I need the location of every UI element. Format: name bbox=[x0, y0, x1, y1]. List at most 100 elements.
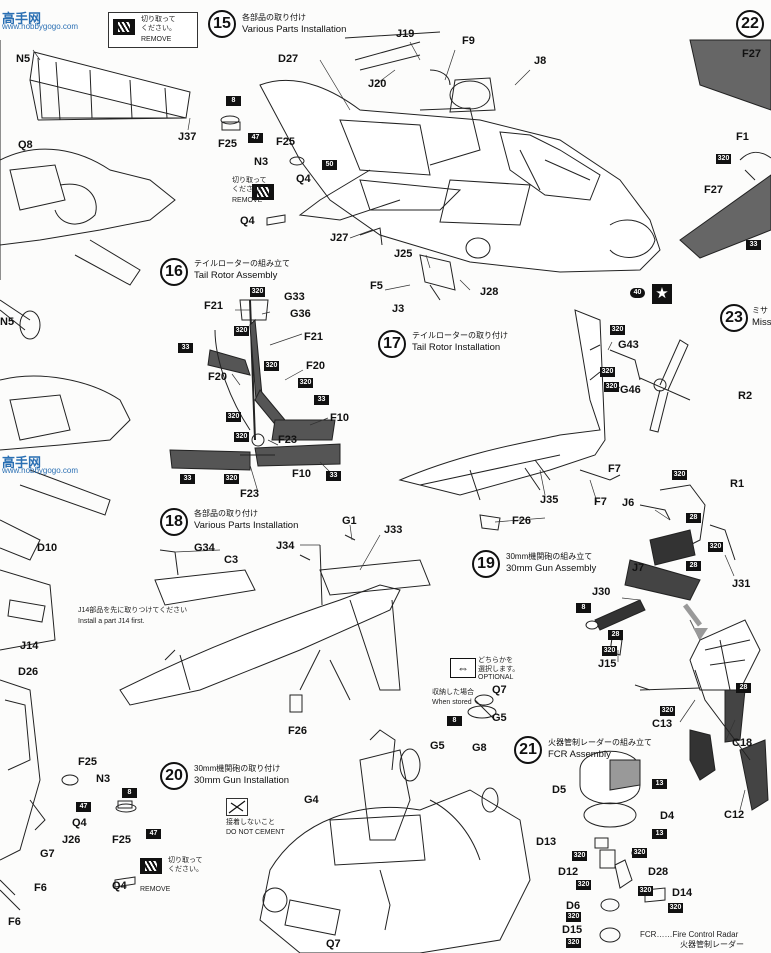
paint-code-badge: 320 bbox=[672, 470, 687, 480]
part-label: J30 bbox=[592, 586, 611, 598]
cut-icon-step20 bbox=[140, 858, 162, 874]
left-fuselage-drawings bbox=[0, 148, 176, 911]
step-22-number: 22 bbox=[736, 10, 764, 38]
j14-first-note-jp: J14部品を先に取りつけてください bbox=[78, 607, 188, 614]
stored-note-en: When stored bbox=[432, 699, 472, 706]
stored-note-jp: 収納した場合 bbox=[432, 689, 474, 696]
paint-code-badge: 320 bbox=[224, 474, 239, 484]
part-label: G36 bbox=[290, 308, 311, 320]
part-label: F10 bbox=[330, 412, 349, 424]
remove-note-en: REMOVE bbox=[141, 36, 172, 43]
part-label: F25 bbox=[78, 756, 97, 768]
step-19-title-jp: 30mm機関砲の組み立て bbox=[506, 552, 593, 561]
watermark-logo-2: 高手网 bbox=[2, 455, 42, 470]
part-label: C12 bbox=[724, 809, 745, 821]
part-label: D14 bbox=[672, 887, 693, 899]
paint-code-badge: 320 bbox=[226, 412, 241, 422]
part-label: Q4 bbox=[296, 173, 311, 185]
fcr-legend-jp: 火器管制レーダー bbox=[680, 940, 744, 949]
paint-code-badge: 320 bbox=[668, 903, 683, 913]
part-label: D5 bbox=[552, 784, 567, 796]
paint-code-badge: 28 bbox=[686, 561, 701, 571]
fcr-legend-en: FCR……Fire Control Radar bbox=[640, 930, 739, 939]
step-17-number: 17 bbox=[378, 330, 406, 358]
part-label: J20 bbox=[368, 78, 387, 90]
no-cement-icon bbox=[226, 798, 248, 816]
remove-note-box: 切り取って ください。 REMOVE bbox=[108, 12, 198, 48]
small-parts-drawing bbox=[29, 115, 497, 888]
paint-code-badge: 28 bbox=[736, 683, 751, 693]
part-label: J26 bbox=[62, 834, 81, 846]
step-20-title-jp: 30mm機関砲の取り付け bbox=[194, 764, 281, 773]
part-label: N3 bbox=[96, 773, 111, 785]
part-label: F5 bbox=[370, 280, 383, 292]
part-label: J6 bbox=[622, 497, 635, 509]
paint-code-badge: 320 bbox=[716, 154, 731, 164]
part-label: J28 bbox=[480, 286, 499, 298]
paint-code-badge: 320 bbox=[610, 325, 625, 335]
step-16-title-en: Tail Rotor Assembly bbox=[194, 270, 278, 281]
part-label: J3 bbox=[392, 303, 405, 315]
part-label: F23 bbox=[240, 488, 259, 500]
paint-code-badge: 320 bbox=[566, 912, 581, 922]
part-label: C13 bbox=[652, 718, 673, 730]
paint-code-badge: 47 bbox=[146, 829, 161, 839]
watermark-url: www.hobbygogo.com bbox=[2, 22, 79, 31]
cut-icon-step15 bbox=[252, 184, 274, 200]
tail-boom-step17-drawing bbox=[398, 309, 691, 531]
part-label: F9 bbox=[462, 35, 475, 47]
part-label: F20 bbox=[208, 371, 227, 383]
tail-rotor-step16-drawing bbox=[169, 299, 341, 471]
remove-note-jp: 切り取って ください。 bbox=[141, 16, 176, 32]
part-label: G1 bbox=[342, 515, 357, 527]
paint-code-badge: 320 bbox=[632, 848, 647, 858]
part-label: G33 bbox=[284, 291, 305, 303]
part-label: D15 bbox=[562, 924, 583, 936]
paint-code-badge: 320 bbox=[638, 886, 653, 896]
optional-note-jp: どちらかを 選択します。 bbox=[478, 657, 520, 673]
part-label: F25 bbox=[112, 834, 131, 846]
step-18-title-en: Various Parts Installation bbox=[194, 520, 299, 531]
part-label: C18 bbox=[732, 737, 753, 749]
step-20-number: 20 bbox=[160, 762, 188, 790]
paint-code-badge: 33 bbox=[314, 395, 329, 405]
part-label: F20 bbox=[306, 360, 325, 372]
paint-code-badge: 320 bbox=[602, 646, 617, 656]
step-15-title-jp: 各部品の取り付け bbox=[242, 13, 306, 22]
part-label: D26 bbox=[18, 666, 39, 678]
paint-code-badge: 320 bbox=[264, 361, 279, 371]
part-label: F7 bbox=[608, 463, 621, 475]
part-label: J31 bbox=[732, 578, 751, 590]
frame-n5-drawing bbox=[0, 40, 191, 280]
part-label: D12 bbox=[558, 866, 579, 878]
paint-code-badge: 320 bbox=[600, 367, 615, 377]
paint-code-badge: 8 bbox=[447, 716, 462, 726]
part-label: F25 bbox=[218, 138, 237, 150]
part-label: J7 bbox=[632, 562, 645, 574]
star-mark-icon: ★ bbox=[652, 284, 672, 304]
step-18-title-jp: 各部品の取り付け bbox=[194, 509, 258, 518]
remove-note-jp-20: 切り取って ください。 bbox=[168, 857, 203, 873]
rotor-blades-step22-drawing bbox=[679, 39, 771, 259]
part-label: F21 bbox=[304, 331, 323, 343]
part-label: F10 bbox=[292, 468, 311, 480]
optional-note-en: OPTIONAL bbox=[478, 674, 514, 681]
part-label: F6 bbox=[8, 916, 21, 928]
fcr-step21-drawing bbox=[579, 750, 666, 943]
part-label: J35 bbox=[540, 494, 559, 506]
paint-code-badge: 33 bbox=[326, 471, 341, 481]
paint-code-badge: 8 bbox=[122, 788, 137, 798]
part-label: D4 bbox=[660, 810, 675, 822]
part-label: C3 bbox=[224, 554, 239, 566]
part-label: Q8 bbox=[18, 139, 33, 151]
step-21-title-jp: 火器管制レーダーの組み立て bbox=[548, 738, 652, 747]
step-16-number: 16 bbox=[160, 258, 188, 286]
step-21-number: 21 bbox=[514, 736, 542, 764]
no-cement-note-en: DO NOT CEMENT bbox=[226, 829, 285, 836]
part-label: F6 bbox=[34, 882, 47, 894]
part-label: D6 bbox=[566, 900, 581, 912]
paint-code-badge: 8 bbox=[576, 603, 591, 613]
part-label: D10 bbox=[37, 542, 58, 554]
part-label: J14 bbox=[20, 640, 39, 652]
